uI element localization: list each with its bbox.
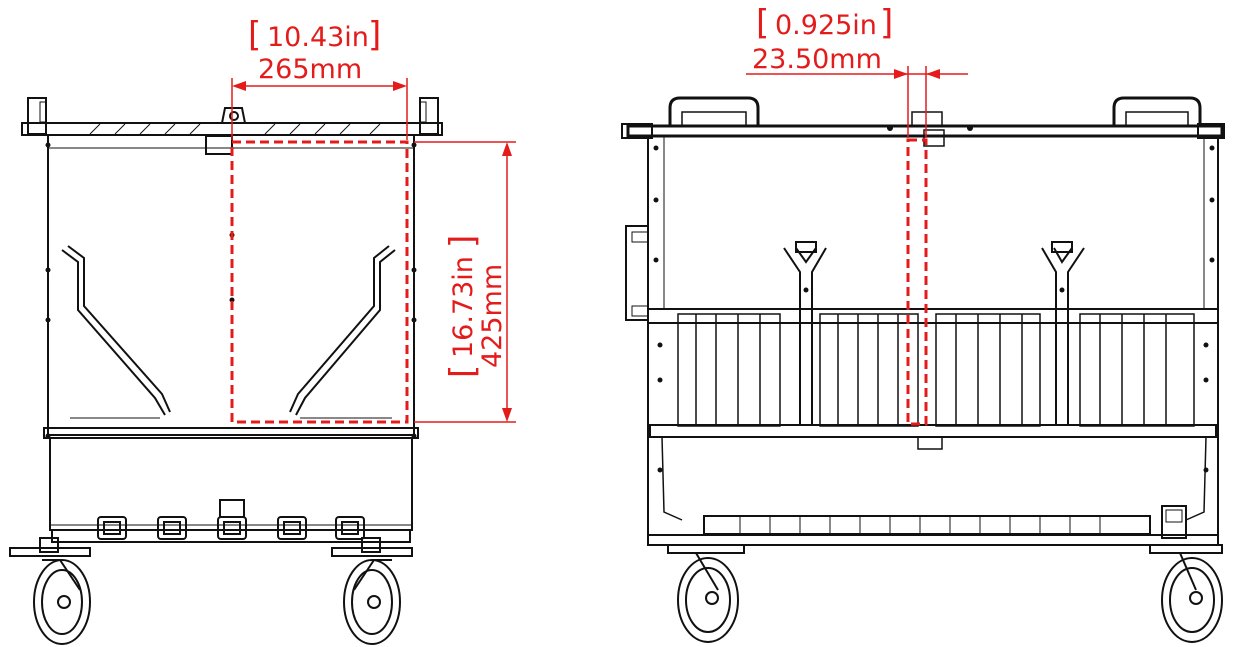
side-gap-bracket-open: [ [756, 3, 769, 43]
front-width-bracket-close: ] [368, 15, 381, 55]
side-slat-cages [677, 313, 1195, 427]
side-left-caster [667, 544, 745, 643]
side-y-supports [783, 241, 1085, 426]
side-shelf [649, 424, 1217, 438]
side-lid-bar [626, 124, 1224, 138]
side-view-cart [621, 96, 1225, 643]
front-shelf [43, 427, 419, 439]
side-body-outline [647, 136, 1219, 536]
front-view-cart [9, 97, 443, 645]
front-width-millimeters: 265mm [258, 54, 362, 85]
front-height-bracket-close: ] [443, 235, 483, 248]
side-lid-handle-left [668, 96, 760, 126]
side-crossbar [647, 308, 1219, 324]
front-width-bracket-open: [ [248, 15, 261, 55]
front-height-millimeters: 425mm [477, 264, 508, 368]
front-lid-left-post [27, 97, 47, 135]
front-left-caster [9, 537, 91, 645]
side-right-caster [1149, 544, 1223, 643]
side-gap-inches: 0.925in [775, 10, 877, 41]
front-height-bracket-open: [ [443, 365, 483, 378]
front-width-inches: 10.43in [267, 22, 369, 53]
front-lid-right-post [419, 97, 439, 135]
front-right-caster [331, 537, 413, 645]
front-dimensions [230, 78, 516, 424]
front-height-inches: 16.73in [448, 256, 479, 358]
front-body-outline [47, 134, 415, 436]
side-gap-dimension-box [906, 138, 928, 426]
side-gap-millimeters: 23.50mm [752, 44, 882, 75]
front-bottom-handles [97, 499, 365, 540]
front-side-braces [61, 245, 396, 419]
side-bottom-rail [703, 515, 1151, 535]
side-gap-bracket-close: ] [880, 3, 893, 43]
front-dimension-box [230, 140, 409, 424]
side-dimensions [746, 66, 968, 426]
front-center-latch [221, 107, 246, 124]
side-lid-handle-right [1112, 96, 1202, 126]
